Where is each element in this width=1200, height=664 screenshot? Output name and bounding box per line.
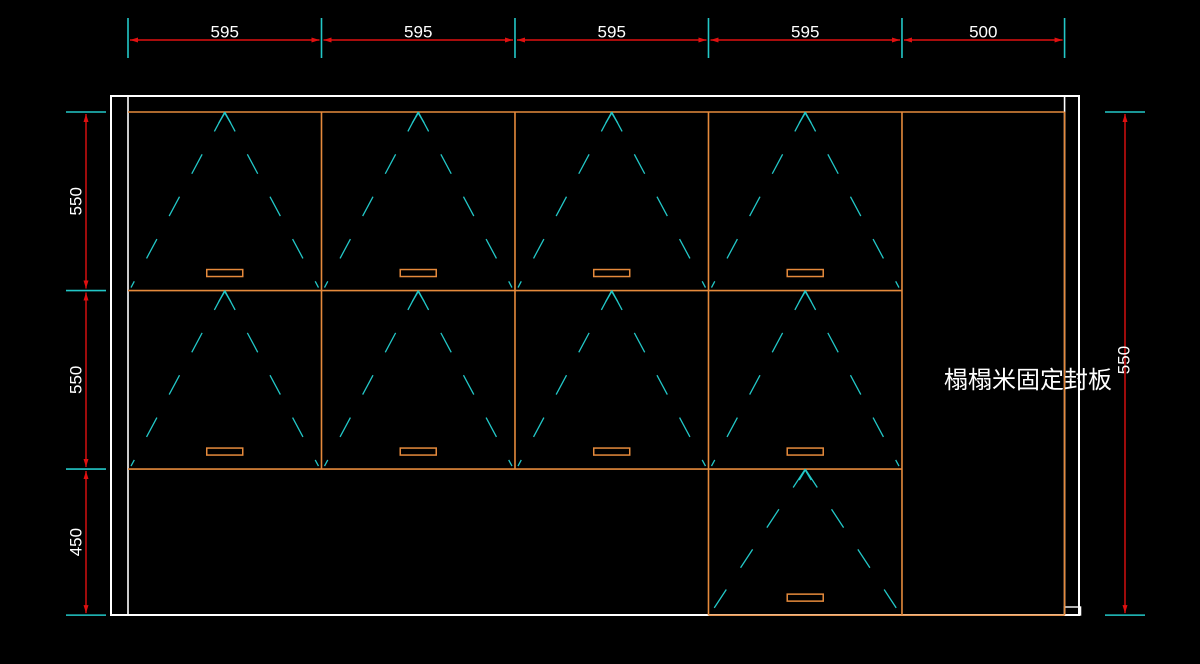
door-panel: [710, 290, 900, 467]
swing-apex: [611, 112, 619, 124]
swing-line: [710, 468, 806, 613]
dimension-arrow: [1122, 605, 1128, 614]
dimension-arrow: [130, 37, 138, 43]
door-panel: [517, 111, 707, 288]
door-panel: [130, 111, 320, 288]
top-dimension: 595: [323, 22, 513, 43]
left-dimension: 450: [66, 471, 89, 614]
swing-line: [517, 111, 613, 288]
door-panel: [710, 111, 900, 288]
swing-line: [804, 468, 900, 613]
dimension-arrow: [1122, 114, 1128, 122]
top-dimension-label: 595: [791, 22, 819, 41]
dimension-arrow: [903, 37, 912, 43]
swing-line: [417, 290, 513, 467]
dimension-arrow: [698, 37, 707, 43]
door-handle: [399, 447, 437, 456]
swing-apex: [605, 291, 613, 302]
right-dimension-label: 550: [1114, 346, 1133, 374]
door-panel: [323, 111, 513, 288]
door-panel: [517, 290, 707, 467]
door-handle: [205, 268, 244, 278]
dimension-arrow: [311, 37, 320, 43]
top-dimension: 595: [710, 22, 900, 43]
top-dimension: 595: [516, 22, 707, 43]
swing-apex: [224, 291, 232, 302]
swing-apex: [798, 112, 806, 124]
door-panel: [323, 290, 513, 467]
top-dimensions: 595 595 595 595 500: [127, 18, 1066, 58]
left-dimensions: 550 550 450: [66, 111, 106, 616]
door-panels: [130, 111, 900, 613]
swing-apex: [804, 112, 812, 124]
dimension-arrow: [323, 37, 332, 43]
swing-apex: [804, 291, 812, 302]
swing-line: [804, 111, 900, 288]
left-dimension: 550: [66, 292, 89, 468]
swing-apex: [224, 112, 232, 124]
dimension-arrow: [83, 459, 89, 468]
swing-line: [323, 290, 419, 467]
swing-line: [224, 111, 320, 288]
swing-apex: [417, 112, 425, 124]
dimension-arrow: [83, 114, 89, 122]
dimension-arrow: [516, 37, 525, 43]
swing-line: [710, 111, 806, 288]
top-dimension: 595: [130, 22, 320, 43]
door-panel: [130, 290, 320, 467]
dimension-arrow: [504, 37, 513, 43]
dimension-arrow: [83, 292, 89, 301]
dimension-arrow: [1054, 37, 1063, 43]
door-handle: [786, 447, 824, 456]
swing-line: [710, 290, 806, 467]
swing-line: [517, 290, 613, 467]
dimension-arrow: [83, 471, 89, 480]
swing-apex: [804, 469, 812, 481]
door-handle: [205, 447, 244, 456]
dimension-arrow: [891, 37, 900, 43]
door-handle: [786, 268, 824, 278]
door-handle: [592, 447, 631, 456]
swing-line: [417, 111, 513, 288]
swing-line: [323, 111, 419, 288]
left-dimension-label: 550: [66, 187, 85, 215]
swing-line: [224, 290, 320, 467]
top-dimension-label: 595: [598, 22, 626, 41]
swing-apex: [411, 112, 419, 124]
dimension-arrow: [83, 280, 89, 289]
swing-line: [804, 290, 900, 467]
swing-apex: [411, 291, 419, 302]
top-dimension-label: 595: [404, 22, 432, 41]
swing-apex: [218, 291, 226, 302]
top-dimension-label: 595: [211, 22, 239, 41]
tatami-panel-label: 榻榻米固定封板: [944, 366, 1112, 394]
swing-apex: [798, 469, 806, 481]
dimension-arrow: [710, 37, 719, 43]
outer-frame: [110, 95, 1080, 616]
swing-apex: [218, 112, 226, 124]
swing-apex: [798, 291, 806, 302]
cabinet-partitions: [128, 111, 1066, 616]
dimension-arrow: [83, 605, 89, 614]
swing-apex: [605, 112, 613, 124]
door-handle: [786, 593, 824, 602]
left-dimension-label: 450: [66, 528, 85, 556]
top-dimension: 500: [903, 22, 1063, 43]
door-handle: [399, 268, 437, 278]
swing-line: [611, 290, 707, 467]
swing-line: [611, 111, 707, 288]
right-dimension: [1105, 111, 1145, 616]
swing-line: [130, 290, 226, 467]
swing-apex: [611, 291, 619, 302]
left-dimension-label: 550: [66, 366, 85, 394]
swing-apex: [417, 291, 425, 302]
swing-line: [130, 111, 226, 288]
door-handle: [592, 268, 631, 278]
cabinet-outline: [110, 95, 1082, 616]
top-dimension-label: 500: [969, 22, 997, 41]
door-panel: [710, 468, 900, 613]
left-dimension: 550: [66, 114, 89, 289]
